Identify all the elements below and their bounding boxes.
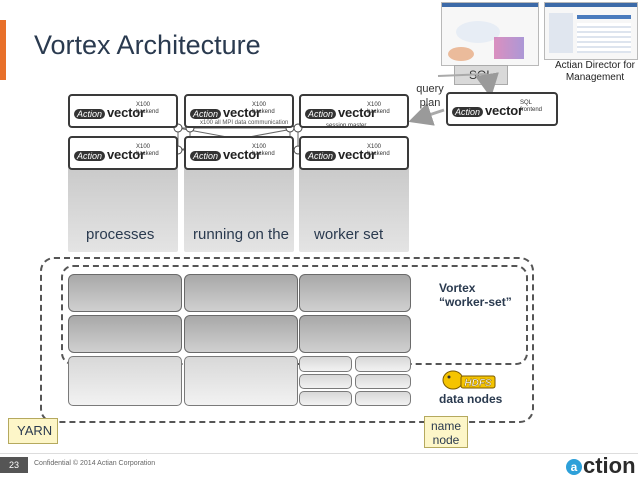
name-node-box: name node <box>424 416 468 448</box>
footer-divider <box>0 453 638 454</box>
column-text-worker-set: worker set <box>314 226 384 243</box>
backend-label: X100 backend <box>136 102 159 115</box>
yarn-cluster-outline <box>40 257 534 423</box>
worker-column-3 <box>299 162 409 252</box>
director-label: Actian Director for Management <box>554 60 636 83</box>
backend-label: X100 backend <box>367 144 390 157</box>
worker-column-2 <box>184 162 294 252</box>
query-plan-label: query plan <box>416 83 444 109</box>
worker-node-block <box>68 315 182 353</box>
data-node-block <box>68 356 182 406</box>
data-node-block <box>299 356 352 372</box>
data-node-block <box>355 374 411 389</box>
worker-node-block <box>68 274 182 312</box>
backend-label: X100 backend <box>252 144 275 157</box>
worker-node-block <box>184 315 298 353</box>
data-node-block <box>184 356 298 406</box>
worker-node-block <box>299 274 411 312</box>
data-node-block <box>299 374 352 389</box>
frontend-label: SQL frontend <box>520 100 543 113</box>
hdfs-logo-icon: HDFS <box>442 370 496 390</box>
worker-column-1 <box>68 162 178 252</box>
data-node-block <box>355 356 411 372</box>
worker-node-block <box>299 315 411 353</box>
backend-label: X100 backend <box>136 144 159 157</box>
mpi-communication-label: x100 all MPI data communication <box>200 120 289 126</box>
data-nodes-label: data nodes <box>439 392 503 406</box>
backend-label: X100 backend <box>252 102 275 115</box>
worker-node-block <box>184 274 298 312</box>
sql-screenshot-thumbnail <box>441 2 539 66</box>
slide-title: Vortex Architecture <box>34 30 261 60</box>
data-node-block <box>299 391 352 406</box>
session-master-label: session master <box>326 123 367 129</box>
yarn-box: YARN <box>8 418 58 444</box>
column-text-running-on-the: running on the <box>193 226 289 243</box>
page-number: 23 <box>0 457 28 473</box>
column-text-processes: processes <box>86 226 155 243</box>
backend-label: X100 backend <box>367 102 390 115</box>
vortex-worker-set-label: Vortex “worker-set” <box>439 281 512 309</box>
confidential-notice: Confidential © 2014 Actian Corporation <box>34 460 156 467</box>
data-node-block <box>355 391 411 406</box>
svg-text:HDFS: HDFS <box>464 378 492 389</box>
director-screenshot-thumbnail <box>544 2 638 60</box>
accent-bar <box>0 20 6 80</box>
